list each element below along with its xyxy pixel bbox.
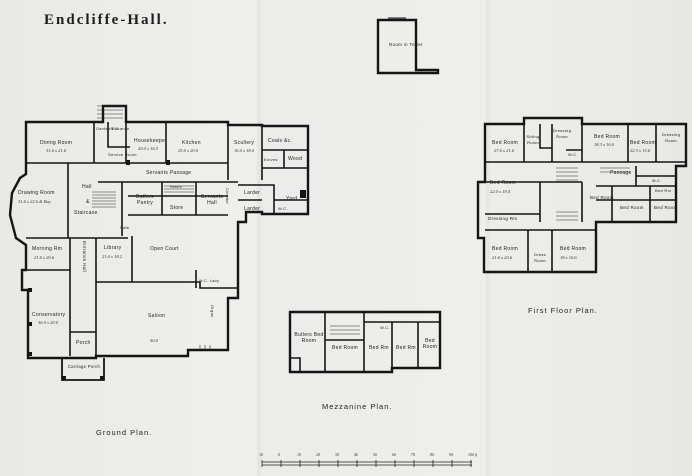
ff-wc-label: W.C. xyxy=(568,152,578,157)
drawing-room-dim: 31.6 x 22.6 & Bay xyxy=(18,199,51,204)
library-dim: 21.6 x 18.2 xyxy=(102,254,122,259)
scale-tick-label: 30 xyxy=(335,452,339,457)
scale-tick-label: 70 xyxy=(411,452,415,457)
scullery-label: Scullery xyxy=(234,140,255,146)
wc-lavatory-label: W.C. Lavy. xyxy=(199,279,221,283)
ff-bed-room-d-dim: 22.0 x 19.4 xyxy=(490,189,510,194)
safe-label: Safe xyxy=(120,225,130,230)
ground-plan-title: Ground Plan. xyxy=(96,428,153,437)
scale-tick-label: 60 xyxy=(392,452,396,457)
dining-room-dim: 31.6 x 21.6 xyxy=(46,148,66,153)
ff-bed-room-c-dim: 22.3 x 15.6 xyxy=(630,148,650,153)
larder-label-1: Larder xyxy=(244,190,261,196)
ff-bed-room-e-label: Bed Room xyxy=(590,195,614,200)
mezz-bed-room-label-2: Bed Room xyxy=(422,338,438,350)
service-room-label: Service Room xyxy=(108,152,137,157)
servants-hall-label: Servants Hall xyxy=(200,194,224,206)
wc-label: W.C. xyxy=(110,127,120,131)
corridor-label: Corridor xyxy=(225,188,229,205)
scale-tick-label: 10 xyxy=(297,452,301,457)
drawing-title: Endcliffe-Hall. xyxy=(44,12,169,28)
mezz-wc-label: W.C. xyxy=(380,325,390,330)
carriage-porch-label: Carriage Porch xyxy=(67,364,101,369)
kitchen-label: Kitchen xyxy=(182,140,201,146)
ff-bed-room-j-label: Bed Room xyxy=(560,246,587,252)
ff-bed-room-c-label: Bed Room xyxy=(630,140,657,146)
scullery-dim: 16.0 x 18.0 xyxy=(234,148,254,153)
ff-bed-room-d-label: Bed Room xyxy=(490,180,517,186)
garden-entrance-label: Garden Entrance xyxy=(96,127,130,131)
saloon-dim: 50.0 xyxy=(150,338,158,343)
entrance-hall-label: Entrance Hall xyxy=(82,241,87,272)
hall-amp-label: & xyxy=(86,199,90,205)
scale-tick-label: 80 xyxy=(430,452,434,457)
ff-bed-room-i-dim: 21.6 x 20.6 xyxy=(492,255,512,260)
drawing-room-label: Drawing Room xyxy=(18,190,55,196)
scale-tick-label: 100 ft xyxy=(468,452,478,457)
larder-label-2: Larder xyxy=(244,206,261,212)
staircase-label: Staircase xyxy=(74,210,98,216)
stairs-label: Stairs xyxy=(170,184,183,189)
ff-wc2-label: W.C. xyxy=(652,179,662,183)
ground-outer-wall xyxy=(8,104,310,360)
ff-dress-room-label: Dress Room xyxy=(534,252,546,263)
ff-bed-room-j-dim: 18 x 16.6 xyxy=(560,255,577,260)
ff-sitting-room-label: Sitting Room xyxy=(526,134,540,145)
ff-bed-room-b-label: Bed Room xyxy=(594,134,621,140)
scale-tick-label: 40 xyxy=(354,452,358,457)
housekeeper-label: Housekeeper xyxy=(134,138,168,144)
scale-tick-label: 10 xyxy=(259,452,263,457)
first-floor-outline xyxy=(476,116,688,274)
store-label: Store xyxy=(170,205,184,211)
organ-label: Organ xyxy=(210,305,215,318)
saloon-label: Saloon xyxy=(148,313,166,319)
knives-label: Knives xyxy=(264,157,278,162)
tower-room-label: Room in Tower xyxy=(389,42,423,47)
wc2-label: W.C. xyxy=(278,206,288,211)
scale-tick-label: 20 xyxy=(316,452,320,457)
ff-dressing-room-label-2: Dressing Room xyxy=(661,132,681,143)
porch-label: Porch xyxy=(76,340,91,346)
morning-room-label: Morning Rm xyxy=(32,246,63,252)
coals-label: Coals &c. xyxy=(268,138,293,144)
first-floor-plan-title: First Floor Plan. xyxy=(528,306,598,315)
library-label: Library xyxy=(104,245,122,251)
wood-label: Wood xyxy=(288,156,303,162)
mezz-butlers-bed-label: Butlers Bed Room xyxy=(294,332,324,344)
mezzanine-plan-title: Mezzanine Plan. xyxy=(322,402,393,411)
mezz-bed-rm-label-2: Bed Rm xyxy=(396,345,416,351)
ff-dressing-room-label-1: Dressing Room xyxy=(552,128,572,139)
hall-label: Hall xyxy=(82,184,92,190)
ff-bed-rm-h-label: Bed Rm xyxy=(655,188,672,193)
conservatory-label: Conservatory xyxy=(32,312,66,318)
scale-tick-label: 50 xyxy=(373,452,377,457)
ff-bed-room-i-label: Bed Room xyxy=(492,246,519,252)
ff-passage-label: Passage xyxy=(610,170,632,176)
tower-outline xyxy=(376,18,440,75)
mezz-bed-rm-label-1: Bed Rm xyxy=(369,345,389,351)
scale-tick-label: 90 xyxy=(449,452,453,457)
ff-bed-room-g-label: Bed Room xyxy=(654,205,678,210)
scale-tick-label: 0 xyxy=(278,452,280,457)
kitchen-dim: 25.0 x 20.0 xyxy=(178,148,198,153)
mezz-bed-room-label: Bed Room xyxy=(332,345,359,351)
ff-bed-room-a-label: Bed Room xyxy=(492,140,519,146)
ff-dressing-rm-label: Dressing Rm xyxy=(488,216,518,221)
conservatory-dim: 36.0 x 20.0 xyxy=(38,320,58,325)
housekeeper-dim: 20.0 x 16.5 xyxy=(138,146,158,151)
morning-room-dim: 21.6 x 20.6 xyxy=(34,255,54,260)
yard-label: Yard xyxy=(286,196,298,202)
ff-bed-room-a-dim: 27.6 x 21.6 xyxy=(494,148,514,153)
ff-bed-room-b-dim: 18.3 x 16.0 xyxy=(594,142,614,147)
dining-room-label: Dining Room xyxy=(40,140,73,146)
ff-bed-room-f-label: Bed Room xyxy=(620,205,644,210)
servants-passage-label: Servants Passage xyxy=(146,170,192,176)
butlers-pantry-label: Butlers Pantry xyxy=(136,194,154,206)
open-court-label: Open Court xyxy=(150,246,179,252)
